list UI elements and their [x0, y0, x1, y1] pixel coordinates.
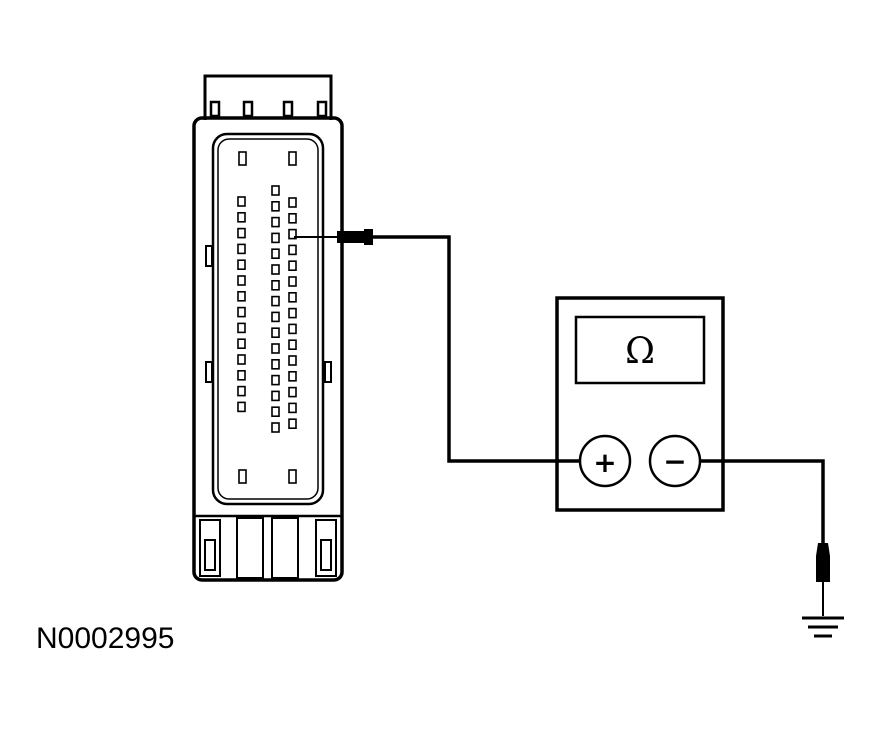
connector-pin [288, 339, 297, 351]
connector-pin [237, 212, 246, 223]
connector-pin [288, 291, 297, 303]
connector-pin [288, 402, 297, 414]
connector-pin [288, 260, 297, 272]
connector-pin [237, 275, 246, 286]
connector-pin [271, 311, 280, 323]
ground-probe-icon [816, 543, 830, 616]
ground-icon [802, 616, 844, 638]
connector-pin [288, 386, 297, 398]
connector-pin [271, 264, 280, 275]
plus-label: + [593, 446, 616, 479]
connector-pin [271, 295, 280, 307]
connector-pin [271, 358, 280, 370]
connector-pin [288, 276, 297, 287]
connector-pin [271, 185, 280, 196]
connector-pin [288, 323, 297, 335]
connector-pin [288, 197, 297, 208]
connector-pin [271, 201, 280, 212]
connector-pin [288, 370, 297, 382]
connector-pin [237, 290, 246, 302]
connector-pins [237, 185, 297, 433]
connector-pin [237, 306, 246, 318]
connector-pin [288, 307, 297, 319]
figure-id: N0002995 [36, 622, 175, 655]
connector-pin [288, 228, 297, 240]
connector-pin [271, 390, 280, 402]
minus-label: − [663, 445, 686, 478]
connector-pin [237, 385, 246, 397]
multimeter-icon: Ω + − [555, 296, 725, 512]
positive-lead-wire [373, 235, 580, 463]
connector-pin [237, 196, 246, 207]
connector-pin [237, 369, 246, 381]
meter-display [574, 315, 706, 385]
connector-pin [271, 343, 280, 354]
connector-pin [237, 259, 246, 271]
connector-pin [288, 244, 297, 256]
connector-pin [237, 243, 246, 255]
connector-pin [237, 401, 246, 413]
ohm-symbol: Ω [625, 331, 655, 372]
connector-pin [271, 216, 280, 228]
connector-pin [237, 322, 246, 334]
connector-pin [237, 227, 246, 239]
connector-pin [288, 355, 297, 366]
negative-lead-wire [700, 459, 825, 543]
positive-terminal[interactable] [578, 434, 632, 488]
connector-pin [271, 422, 280, 433]
connector-pin [271, 327, 280, 339]
connector-pin [237, 354, 246, 365]
connector-pin [271, 232, 280, 244]
connector-icon [192, 74, 344, 582]
connector-pin [271, 279, 280, 291]
connector-pin [271, 248, 280, 259]
connector-pin [271, 374, 280, 386]
probe-icon [294, 229, 373, 245]
connector-pin [237, 338, 246, 350]
connector-pin [288, 418, 297, 430]
connector-pin [288, 213, 297, 224]
connector-pin [271, 406, 280, 418]
